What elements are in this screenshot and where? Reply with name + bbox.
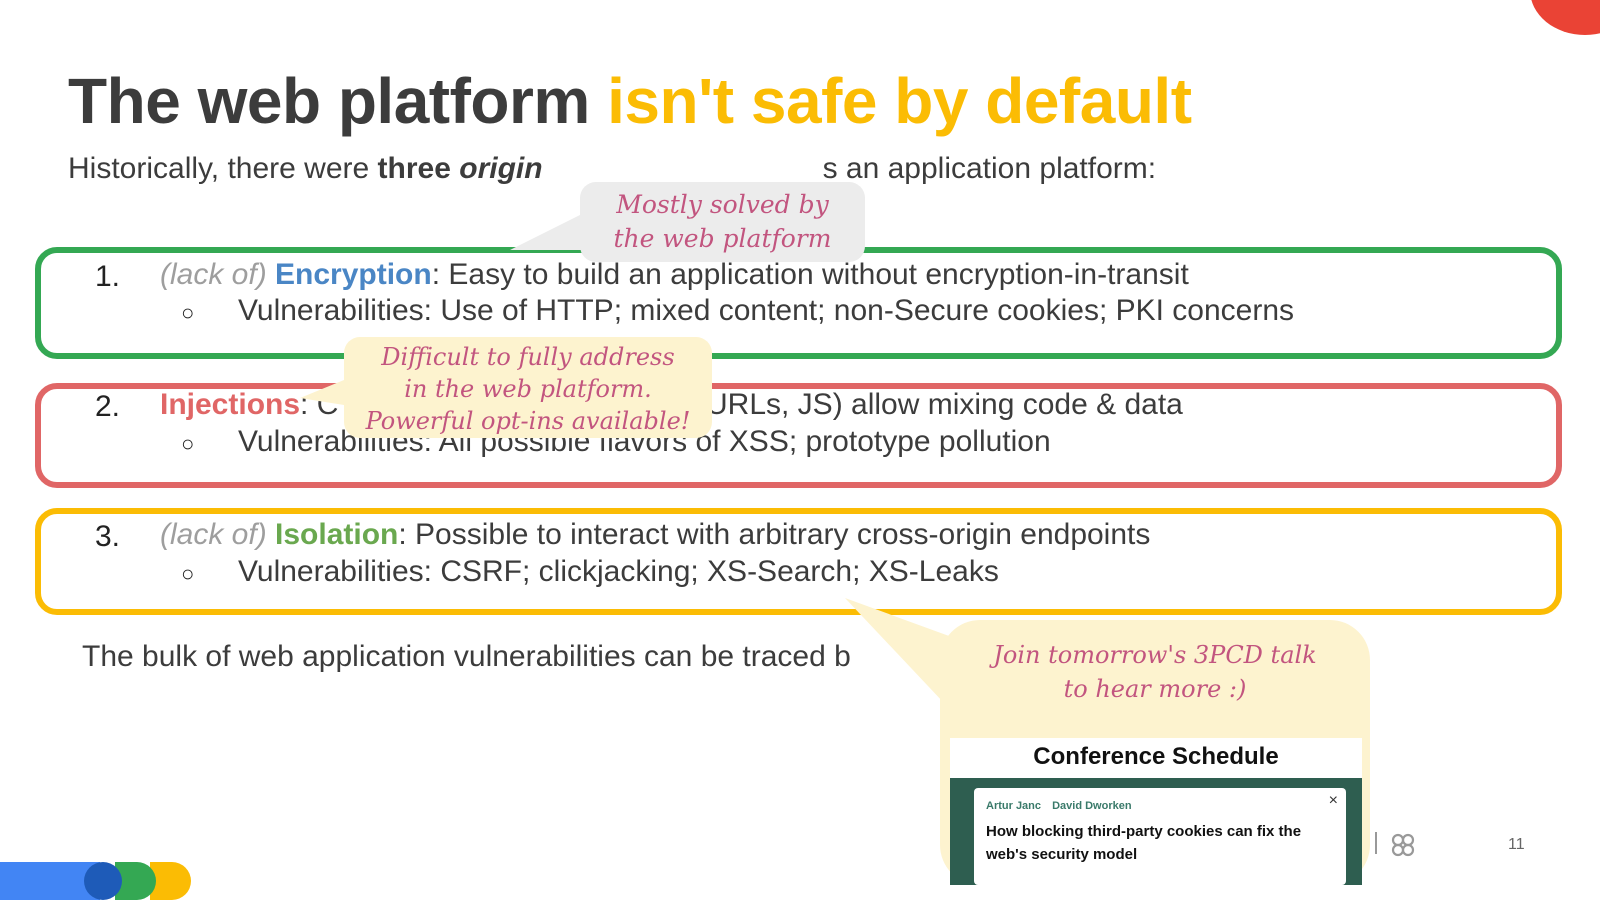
speakers: Artur Janc David Dworken (986, 800, 1140, 812)
bullet-icon: ○ (181, 561, 195, 586)
footer-text: The bulk of web application vulnerabilit… (82, 640, 851, 673)
talk-title: How blocking third-party cookies can fix… (986, 823, 1302, 863)
page-number: 11 (1508, 836, 1525, 853)
slide-title: The web platform isn't safe by default (68, 65, 1192, 137)
bullet-icon: ○ (181, 431, 195, 456)
item-isolation: (lack of) Isolation: Possible to interac… (160, 518, 1151, 551)
item-number: 1. (95, 260, 121, 293)
speaker-name: Artur Janc (986, 800, 1042, 812)
callout-injections: Difficult to fully address in the web pl… (344, 337, 712, 438)
footer-divider (1375, 832, 1377, 854)
item-number: 2. (95, 390, 121, 423)
bullet-icon: ○ (181, 300, 195, 325)
isolation-box (35, 508, 1562, 615)
close-icon[interactable]: × (1328, 792, 1338, 809)
item-encryption: (lack of) Encryption: Easy to build an a… (160, 258, 1189, 291)
injections-box (35, 383, 1562, 488)
item-isolation-vulns: Vulnerabilities: CSRF; clickjacking; XS-… (238, 555, 999, 588)
talk-card[interactable]: Artur Janc David Dworken How blocking th… (974, 788, 1346, 885)
conference-schedule: Conference Schedule Artur Janc David Dwo… (950, 738, 1362, 885)
item-number: 3. (95, 520, 121, 553)
speaker-name: David Dworken (1052, 800, 1132, 812)
schedule-band: Artur Janc David Dworken How blocking th… (950, 778, 1362, 885)
google-color-bar (0, 862, 191, 900)
callout-encryption: Mostly solved by the web platform (580, 182, 865, 262)
schedule-title: Conference Schedule (1033, 743, 1279, 770)
flower-logo-icon (1391, 833, 1415, 857)
item-injections-rest: URLs, JS) allow mixing code & data (706, 388, 1183, 421)
item-encryption-vulns: Vulnerabilities: Use of HTTP; mixed cont… (238, 294, 1295, 327)
